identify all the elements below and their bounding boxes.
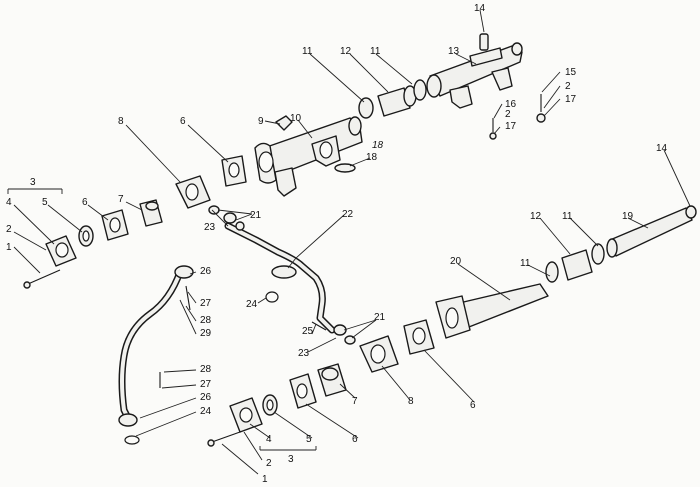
callout-4-left: 4 [6,197,12,208]
callout-5-left: 5 [42,197,48,208]
callout-14-upper: 14 [474,3,486,14]
callout-17-mid: 17 [505,121,517,132]
lower-bolt-1 [207,431,241,447]
callout-27-upper: 27 [200,298,212,309]
callout-11-b: 11 [370,46,381,57]
callout-27-lower: 27 [200,379,212,390]
callout-10: 10 [290,113,302,124]
upper-manifold-right [426,33,523,109]
callout-11-right-b: 11 [562,211,573,222]
callout-17-upper-right: 17 [565,94,577,105]
callout-2-mid: 2 [505,109,511,120]
leader-lines [7,9,691,475]
callout-6-lower: 6 [352,434,358,445]
callout-24-mid: 24 [246,299,258,310]
callout-26-upper: 26 [200,266,212,277]
right-tube-19 [606,205,697,258]
right-pipe-20 [435,283,549,339]
callout-29: 29 [200,328,212,339]
callout-6-upper: 6 [180,116,186,127]
left-ring-5 [78,225,94,247]
callout-11-a: 11 [302,46,313,57]
lower-nozzle-7 [317,363,347,397]
callout-2-upper: 2 [565,81,571,92]
lower-ring-5 [262,394,278,416]
callout-12-upper: 12 [340,46,352,57]
callout-26-lower: 26 [200,392,212,403]
fittings-21-23-upper [208,205,245,231]
left-gasket-6 [101,209,129,241]
callout-8-lower: 8 [408,396,414,407]
callout-6-right: 6 [470,400,476,411]
callout-22: 22 [342,209,354,220]
callout-12-right: 12 [530,211,542,222]
bracket-3-lower [259,446,317,451]
upper-manifold-left [254,115,363,197]
callout-20: 20 [450,256,462,267]
callout-3-left: 3 [30,177,36,188]
lower-gasket-6 [289,373,317,409]
callout-13: 13 [448,46,460,57]
callout-7-lower: 7 [352,396,358,407]
callout-23-upper: 23 [204,222,216,233]
lower-flange-4 [229,397,263,433]
callout-16: 16 [505,99,517,110]
callout-6-left: 6 [82,197,88,208]
callout-2-left: 2 [6,224,12,235]
callout-18: 18 [366,152,378,163]
callout-5-lower: 5 [306,434,312,445]
callout-8-upper: 8 [118,116,124,127]
upper-clamps [358,79,427,119]
left-elbow-8 [175,175,211,209]
lower-elbow-8 [359,335,399,373]
left-gasket-6-upper [221,155,247,187]
callout-28-upper: 28 [200,315,212,326]
callout-21-lower: 21 [374,312,386,323]
callout-19: 19 [622,211,634,222]
callout-25: 25 [302,326,314,337]
callout-9: 9 [258,116,264,127]
callout-23-lower: 23 [298,348,310,359]
right-gasket-6 [403,319,435,355]
callout-21-upper: 21 [250,210,262,221]
callout-24-lower: 24 [200,406,212,417]
left-nozzle-7 [139,199,163,227]
callout-14-right: 14 [656,143,668,154]
callout-labels: 1 2 3 4 5 6 7 8 6 9 10 11 12 11 13 14 15… [6,3,668,485]
callout-2-lower: 2 [266,458,272,469]
callout-7-left: 7 [118,194,124,205]
callout-11-right-a: 11 [520,258,531,269]
pipe-22 [224,222,336,334]
callout-1-lower: 1 [262,474,268,485]
callout-15: 15 [565,67,577,78]
left-bolt-1 [23,269,61,289]
bolts-upper-right [489,94,546,140]
bent-pipe-29 [118,265,194,445]
callout-3-lower: 3 [288,454,294,465]
callout-1-left: 1 [6,242,12,253]
callout-4-lower: 4 [266,434,272,445]
right-clamps [545,243,605,283]
callout-28-lower: 28 [200,364,212,375]
callout-18-italic: 18 [372,140,384,151]
